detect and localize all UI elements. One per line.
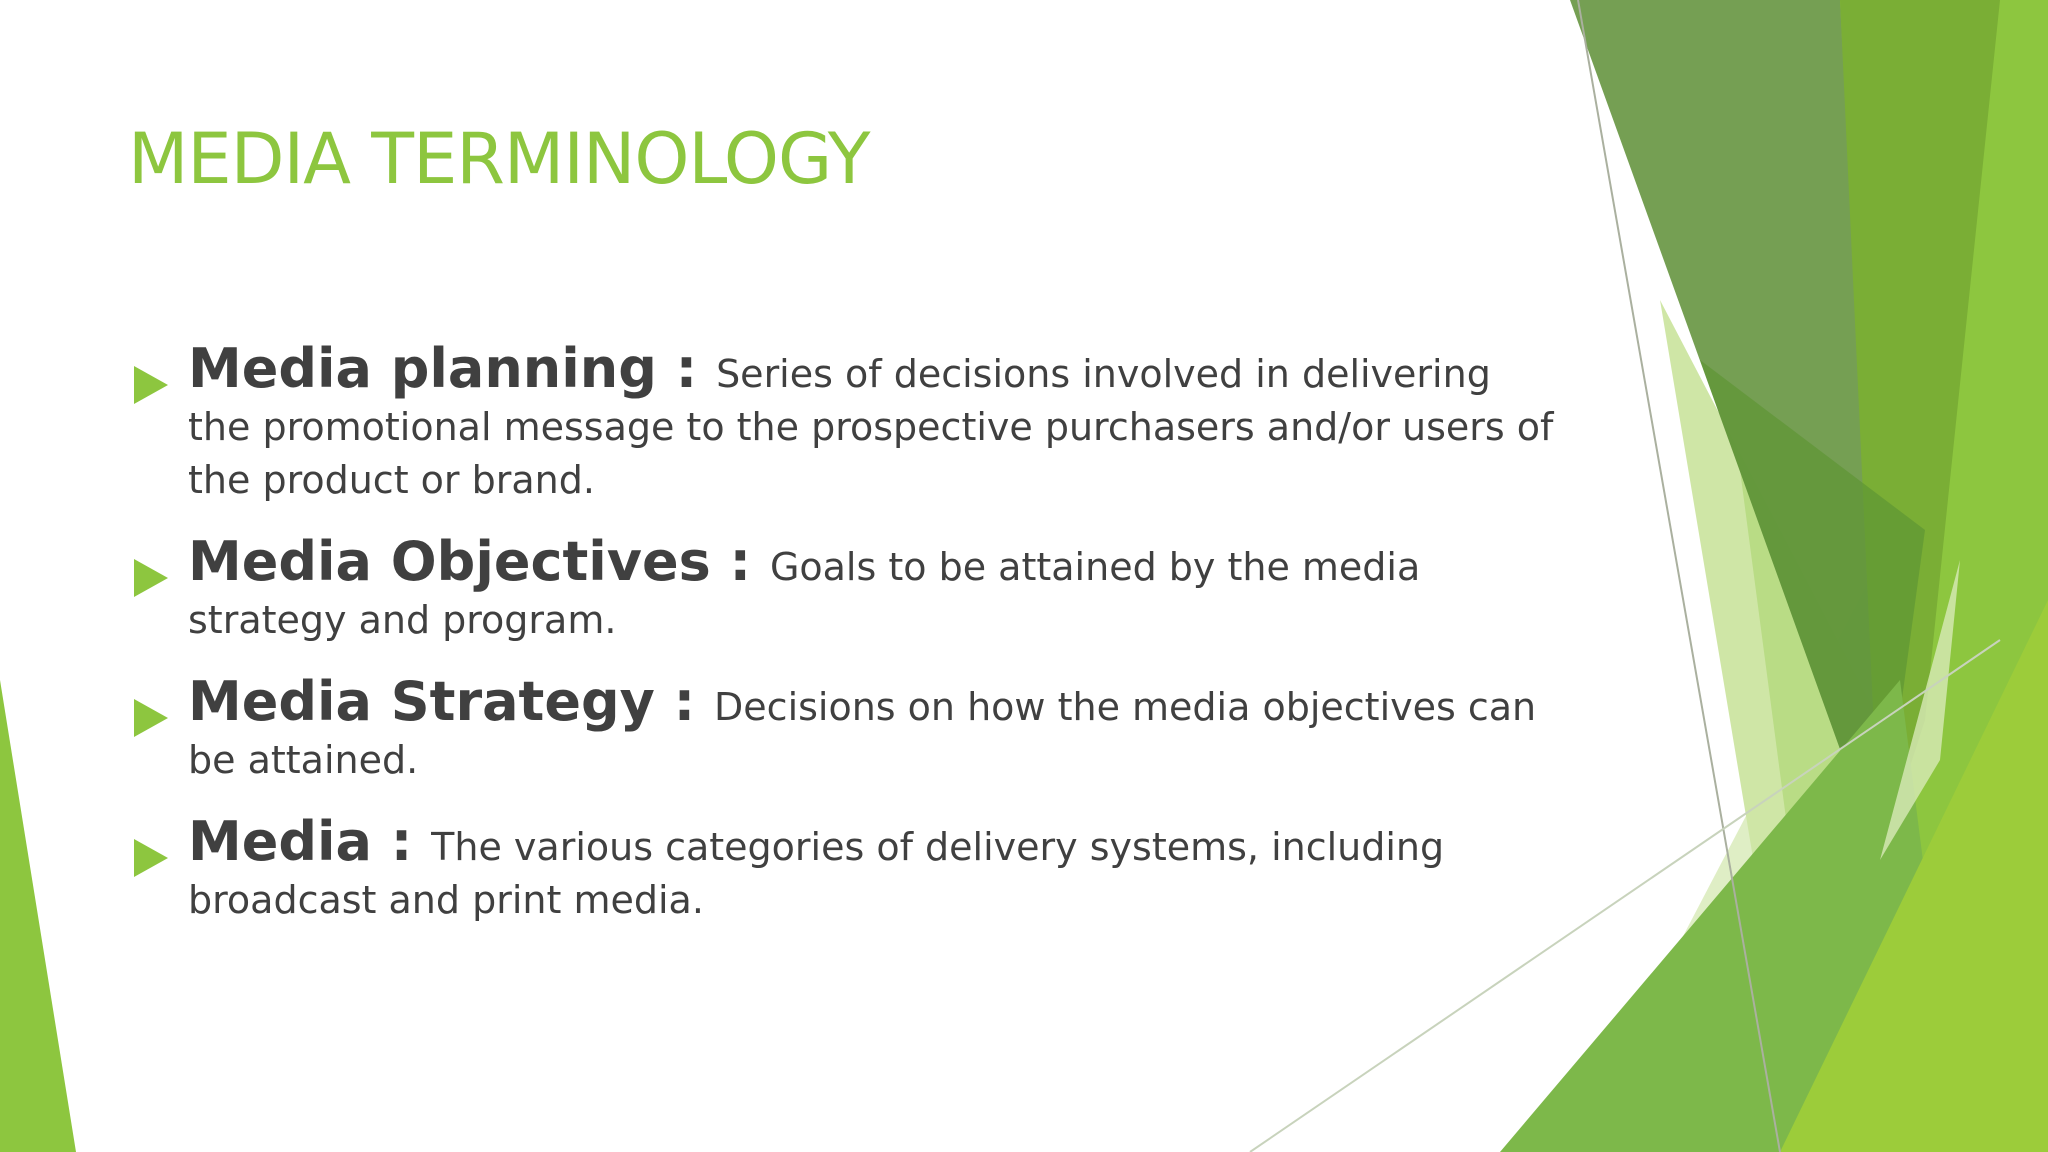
term-definition: Series of decisions involved in deliveri… xyxy=(188,352,1554,502)
term-label: Media Objectives : xyxy=(188,530,770,593)
term-label: Media Strategy : xyxy=(188,670,715,733)
triangle-arrow-icon xyxy=(134,699,168,737)
thin-diagonal-line-2 xyxy=(1249,639,2001,1152)
right-pale-accent xyxy=(1880,560,1960,860)
thin-diagonal-line-1 xyxy=(1577,0,1781,1152)
triangle-arrow-icon xyxy=(134,366,168,404)
term-definition: Goals to be attained by the media strate… xyxy=(188,545,1421,642)
term-label: Media : xyxy=(188,810,432,873)
list-item: Media Strategy : Decisions on how the me… xyxy=(130,675,1560,787)
term-definition: The various categories of delivery syste… xyxy=(188,825,1445,922)
term-definition: Decisions on how the media objectives ca… xyxy=(188,685,1537,782)
slide-title: MEDIA TERMINOLOGY xyxy=(128,118,871,200)
terminology-list: Media planning : Series of decisions inv… xyxy=(130,342,1560,955)
triangle-arrow-icon xyxy=(134,839,168,877)
list-item: Media planning : Series of decisions inv… xyxy=(130,342,1560,507)
list-item: Media : The various categories of delive… xyxy=(130,815,1560,927)
list-item: Media Objectives : Goals to be attained … xyxy=(130,535,1560,647)
triangle-arrow-icon xyxy=(134,559,168,597)
right-bottom-bright-shape xyxy=(1780,600,2048,1152)
term-label: Media planning : xyxy=(188,337,717,400)
left-green-sliver xyxy=(0,680,76,1152)
right-olive-top-shape xyxy=(1570,0,1880,860)
